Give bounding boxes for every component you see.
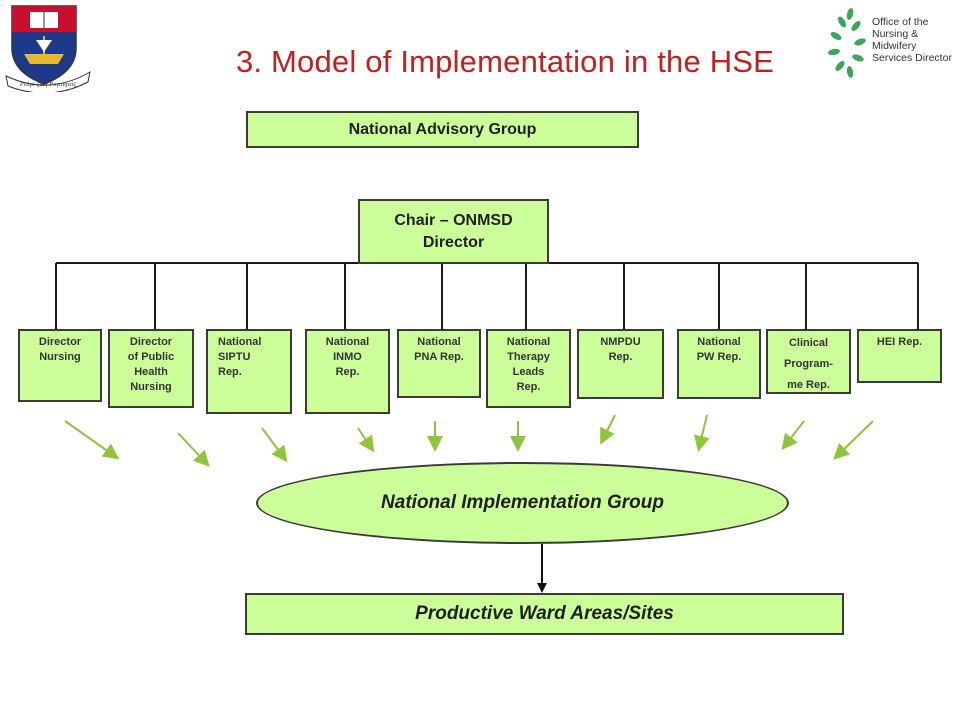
rep-label: National PNA Rep.	[414, 336, 464, 363]
crest-motto: Ρεάγε ζίαη Ρογαίηεάζ	[19, 81, 77, 88]
page-title: 3. Model of Implementation in the HSE	[235, 44, 775, 79]
rep-label: National Therapy Leads Rep.	[506, 336, 551, 393]
hierarchy-lines	[55, 262, 919, 331]
rep-label: Director of Public Health Nursing	[127, 336, 175, 393]
national-implementation-group-label: National Implementation Group	[381, 492, 664, 513]
rep-box-nmpdu: NMPDU Rep.	[577, 329, 664, 399]
rep-box-therapy-leads: National Therapy Leads Rep.	[486, 329, 571, 408]
national-advisory-group-label: National Advisory Group	[348, 120, 537, 138]
college-crest-logo: Ρεάγε ζίαη Ρογαίηεάζ	[5, 5, 91, 92]
rep-box-siptu: National SIPTU Rep.	[206, 329, 292, 414]
rep-label: NMPDU Rep.	[600, 336, 641, 363]
rep-box-director-nursing: Director Nursing	[18, 329, 102, 402]
productive-ward-sites-box: Productive Ward Areas/Sites	[245, 593, 844, 635]
rep-box-hei: HEI Rep.	[857, 329, 942, 383]
rep-box-inmo: National INMO Rep.	[305, 329, 390, 414]
rep-box-public-health-nursing: Director of Public Health Nursing	[108, 329, 194, 408]
rep-label: HEI Rep.	[876, 336, 923, 348]
rep-to-group-arrows	[64, 414, 874, 467]
rep-label: National SIPTU Rep.	[218, 336, 262, 378]
rep-box-clinical-programme: Clinical Program- me Rep.	[766, 329, 851, 394]
rep-label: National INMO Rep.	[325, 336, 370, 378]
onmsd-logo-text: Office of the Nursing & Midwifery Servic…	[872, 16, 952, 64]
productive-ward-sites-label: Productive Ward Areas/Sites	[415, 603, 674, 624]
rep-box-pw: National PW Rep.	[677, 329, 761, 399]
national-implementation-group-oval: National Implementation Group	[256, 462, 789, 544]
rep-label: Director Nursing	[38, 336, 82, 363]
national-advisory-group-box: National Advisory Group	[246, 111, 639, 148]
chair-box: Chair – ONMSD Director	[358, 199, 549, 264]
rep-label: Clinical Program- me Rep.	[784, 337, 833, 391]
rep-label: National PW Rep.	[696, 336, 742, 363]
rep-box-pna: National PNA Rep.	[397, 329, 481, 398]
chair-label: Chair – ONMSD Director	[394, 211, 513, 251]
onmsd-leaf-logo	[828, 8, 866, 78]
